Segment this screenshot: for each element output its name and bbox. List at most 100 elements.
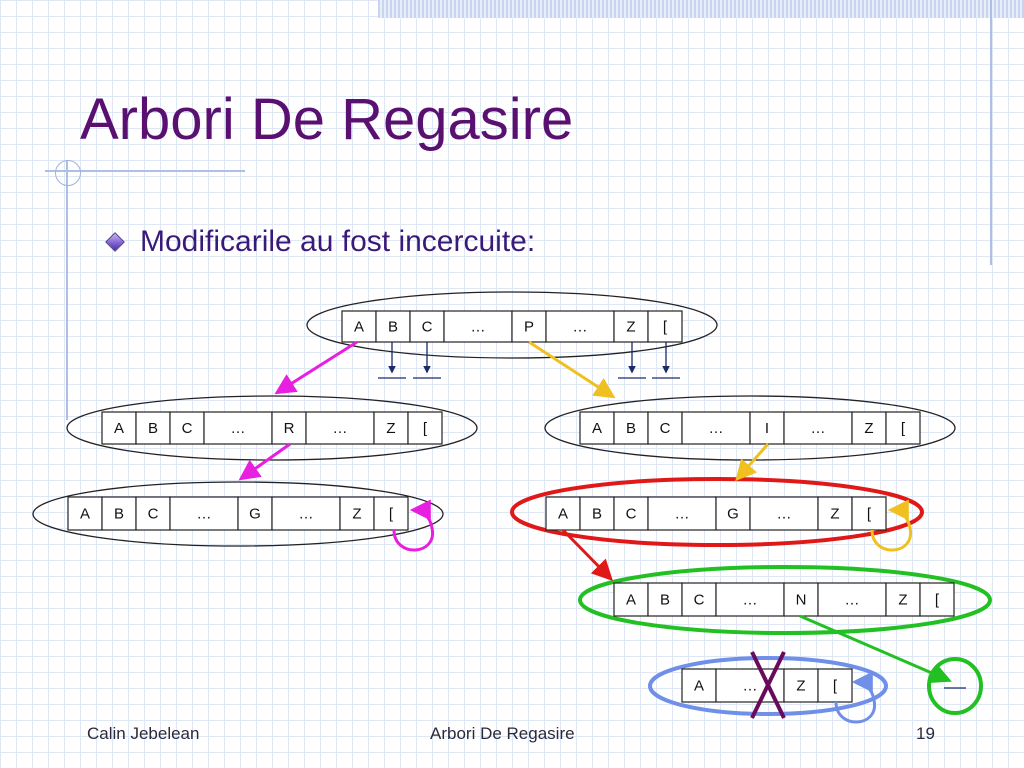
self-loop-left-level2 xyxy=(392,499,434,552)
footer-center-title: Arbori De Regasire xyxy=(430,724,575,743)
node-cell xyxy=(135,496,171,531)
arrow-root-A-to-left1 xyxy=(274,340,358,395)
node-cell-label: A xyxy=(592,420,602,437)
slide-title: Arbori De Regasire xyxy=(80,87,574,152)
node-cell xyxy=(373,496,409,531)
bullet-text: Modificarile au fost incercuite: xyxy=(140,225,536,258)
node-cell xyxy=(101,496,137,531)
node-cell-label: A xyxy=(626,592,636,609)
footer-page-number: 19 xyxy=(916,724,935,743)
node-cell xyxy=(885,582,921,617)
node-cell xyxy=(851,496,887,531)
node-cell-label: R xyxy=(284,420,295,437)
node-cell xyxy=(135,411,171,445)
decor-rule-left xyxy=(66,160,68,420)
deleted-cell-x-mark xyxy=(750,651,786,719)
node-cell xyxy=(271,411,307,445)
node-cell-label: N xyxy=(796,592,807,609)
node-cell-label: Z xyxy=(386,420,395,437)
node-cell-label: [ xyxy=(901,420,906,437)
node-cell-label: … xyxy=(743,678,758,695)
node-cell-label: C xyxy=(660,420,671,437)
node-cell-label: Z xyxy=(352,506,361,523)
node-cell xyxy=(885,411,921,445)
node-cell xyxy=(579,496,615,531)
node-cell-label: Z xyxy=(796,678,805,695)
self-loop-level4 xyxy=(834,671,876,724)
node-cell xyxy=(407,411,443,445)
node-cell-label: … xyxy=(299,506,314,523)
node-cell-label: C xyxy=(148,506,159,523)
node-cell-label: B xyxy=(148,420,158,437)
node-cell xyxy=(613,310,649,343)
node-cell-label: … xyxy=(709,420,724,437)
arrow-right1-I-to-right2 xyxy=(735,443,770,482)
node-cell xyxy=(783,411,853,445)
level3-ellipse xyxy=(578,565,992,635)
node-cell-label: … xyxy=(845,592,860,609)
node-cell xyxy=(579,411,615,445)
node-cell xyxy=(783,582,819,617)
node-cell-label: … xyxy=(743,592,758,609)
level4-ellipse xyxy=(648,656,888,716)
node-cell-label: C xyxy=(694,592,705,609)
node-cell xyxy=(681,582,717,617)
node-cell-label: A xyxy=(558,506,568,523)
node-cell xyxy=(305,411,375,445)
node-cell-label: … xyxy=(777,506,792,523)
node-cell xyxy=(681,411,751,445)
node-cell xyxy=(817,496,853,531)
node-cell-label: Z xyxy=(830,506,839,523)
node-cell xyxy=(373,411,409,445)
node-cell xyxy=(375,310,411,343)
node-cell xyxy=(613,582,649,617)
node-cell xyxy=(817,582,887,617)
node-cell-label: B xyxy=(114,506,124,523)
node-cell xyxy=(817,668,853,703)
header-decor-band xyxy=(378,0,1024,18)
arrow-right2-A-to-level3 xyxy=(561,528,613,582)
node-cell-label: A xyxy=(114,420,124,437)
node-cell-label: C xyxy=(422,319,433,336)
arrow-root-P-to-right1 xyxy=(528,340,616,399)
node-cell-label: G xyxy=(727,506,739,523)
node-cell xyxy=(851,411,887,445)
node-cell-label: I xyxy=(765,420,769,437)
node-cell-label: B xyxy=(388,319,398,336)
self-loop-right-level2 xyxy=(870,499,912,552)
node-cell xyxy=(647,496,717,531)
node-cell xyxy=(169,411,205,445)
node-cell-label: [ xyxy=(663,319,668,336)
node-cell-label: [ xyxy=(867,506,872,523)
node-cell-label: B xyxy=(592,506,602,523)
node-cell-label: C xyxy=(626,506,637,523)
node-cell xyxy=(67,496,103,531)
node-cell xyxy=(409,310,445,343)
node-cell-label: B xyxy=(660,592,670,609)
node-cell-label: Z xyxy=(626,319,635,336)
node-cell xyxy=(237,496,273,531)
root-node-ellipse xyxy=(306,291,718,359)
node-cell-label: G xyxy=(249,506,261,523)
node-cell xyxy=(647,411,683,445)
null-target-ellipse xyxy=(927,657,983,715)
node-cell-label: [ xyxy=(389,506,394,523)
node-cell xyxy=(613,496,649,531)
node-cell-label: C xyxy=(182,420,193,437)
right-level2-ellipse xyxy=(510,477,924,547)
node-cell xyxy=(443,310,513,343)
node-cell xyxy=(339,496,375,531)
node-cell xyxy=(203,411,273,445)
arrow-left1-R-to-left2 xyxy=(238,442,291,481)
node-cell-label: [ xyxy=(423,420,428,437)
decor-rule-right xyxy=(990,0,992,265)
root-null-pointers xyxy=(378,342,680,379)
node-cell-label: P xyxy=(524,319,534,336)
node-cell-label: B xyxy=(626,420,636,437)
node-cell-label: … xyxy=(231,420,246,437)
